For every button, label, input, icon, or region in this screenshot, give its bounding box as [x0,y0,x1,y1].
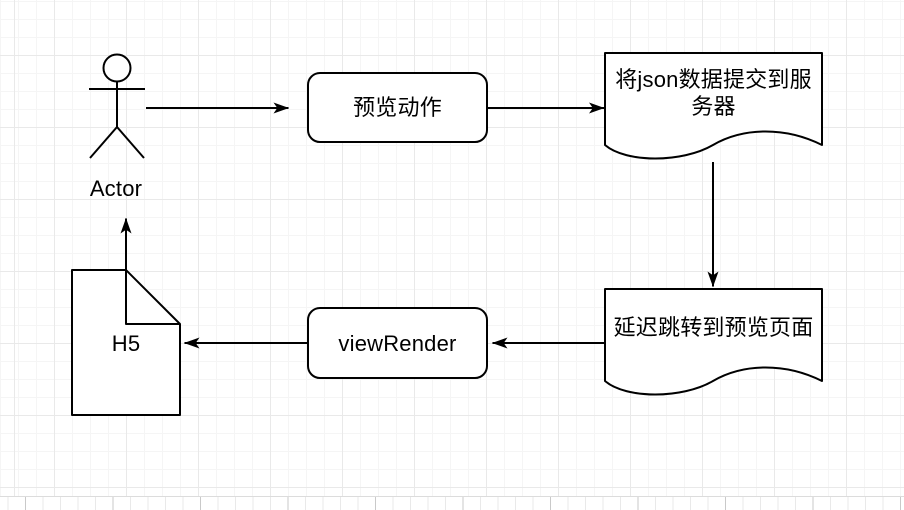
h5-label[interactable]: H5 [111,330,141,356]
node-delay-jump[interactable] [604,288,823,396]
note-fold-corner [125,270,180,325]
actor-shape[interactable] [89,53,145,159]
preview-action-label[interactable]: 预览动作 [353,95,442,120]
node-submit-json[interactable] [604,52,823,160]
delay-jump-label[interactable]: 延迟跳转到预览页面 [613,314,814,340]
node-h5[interactable] [71,269,181,416]
view-render-label[interactable]: viewRender [338,330,457,356]
page-edge-strip [0,496,904,510]
submit-json-label[interactable]: 将json数据提交到服务器 [615,66,812,119]
actor-label[interactable]: Actor [89,175,143,201]
